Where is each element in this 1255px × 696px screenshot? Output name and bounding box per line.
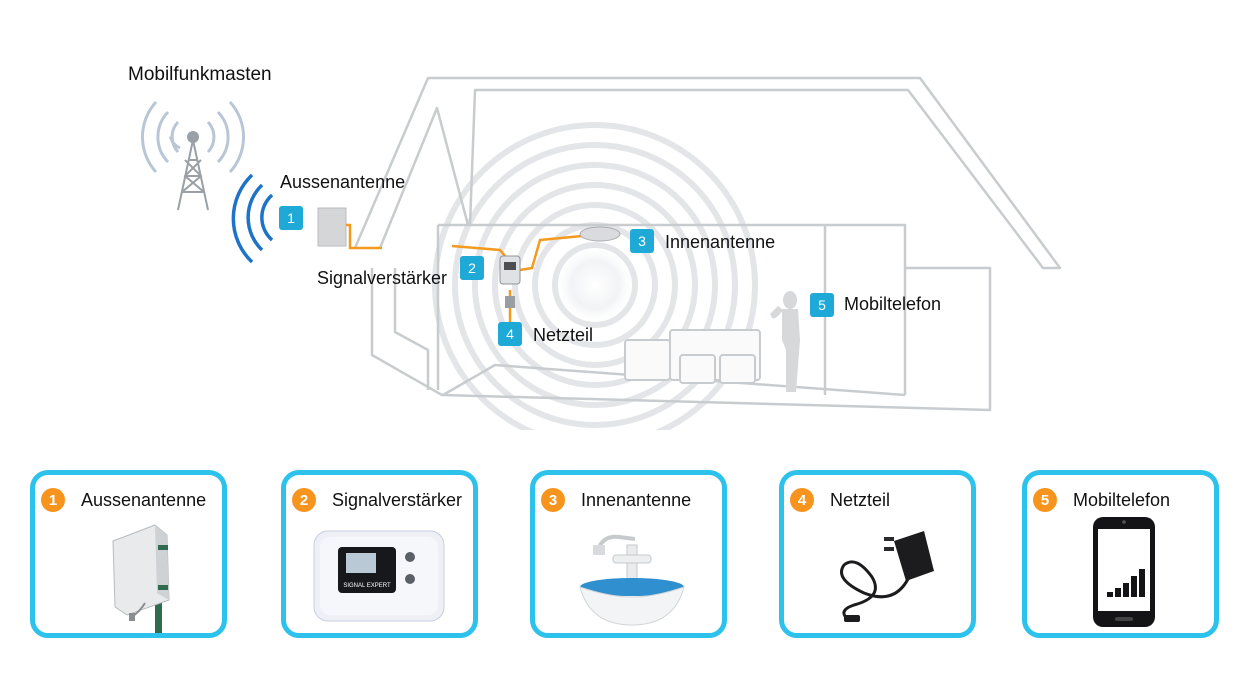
component-title: Aussenantenne (81, 490, 207, 510)
sofa (624, 329, 761, 384)
badge-5: 5 (810, 293, 834, 317)
smartphone-icon (1093, 517, 1155, 627)
indoor-antenna-label: Innenantenne (665, 232, 776, 252)
component-card-phone: 5 Mobiltelefon (1022, 470, 1219, 638)
component-card-indoor-antenna: 3 Innenantenne (530, 470, 727, 638)
component-number: 4 (790, 488, 814, 512)
ceiling-antenna-icon (579, 226, 621, 242)
outdoor-antenna-waves (231, 173, 274, 264)
outdoor-antenna-icon (317, 207, 347, 247)
component-number: 3 (541, 488, 565, 512)
component-card-booster: SIGNAL EXPERT 2 Signalverstärker (281, 470, 478, 638)
badge-1: 1 (279, 206, 303, 230)
badge-2: 2 (460, 256, 484, 280)
phone-label: Mobiltelefon (844, 294, 942, 314)
house-diagram (141, 76, 1062, 448)
panel-antenna-icon (112, 524, 170, 633)
component-title: Innenantenne (581, 490, 692, 510)
person-silhouette (770, 291, 800, 392)
component-title: Netzteil (830, 490, 891, 510)
component-title: Mobiltelefon (1073, 490, 1171, 510)
signal-booster-icon: SIGNAL EXPERT (313, 530, 445, 622)
badge-3: 3 (630, 229, 654, 253)
booster-label: Signalverstärker (317, 268, 448, 288)
badge-4: 4 (498, 322, 522, 346)
booster-icon (499, 255, 521, 308)
cell-tower-icon (177, 131, 209, 211)
installation-scene: Mobilfunkmasten Aussenantenne 1 Signalve… (128, 64, 1062, 448)
component-card-outdoor-antenna: 1 Aussenantenne (30, 470, 227, 638)
component-number: 1 (41, 488, 65, 512)
tower-waves (141, 100, 245, 174)
component-title: Signalverstärker (332, 490, 463, 510)
indoor-signal-rings (432, 122, 758, 448)
component-number: 5 (1033, 488, 1057, 512)
ceiling-antenna-icon (579, 534, 685, 626)
power-adapter-icon (840, 531, 934, 623)
mast-label: Mobilfunkmasten (128, 64, 272, 85)
outdoor-antenna-label: Aussenantenne (280, 172, 406, 192)
signal-bars-icon (1107, 569, 1145, 597)
component-card-power-supply: 4 Netzteil (779, 470, 976, 638)
house-outline (353, 76, 1062, 412)
booster-screen-text: SIGNAL EXPERT (343, 583, 391, 589)
component-number: 2 (292, 488, 316, 512)
power-supply-label: Netzteil (533, 325, 594, 345)
